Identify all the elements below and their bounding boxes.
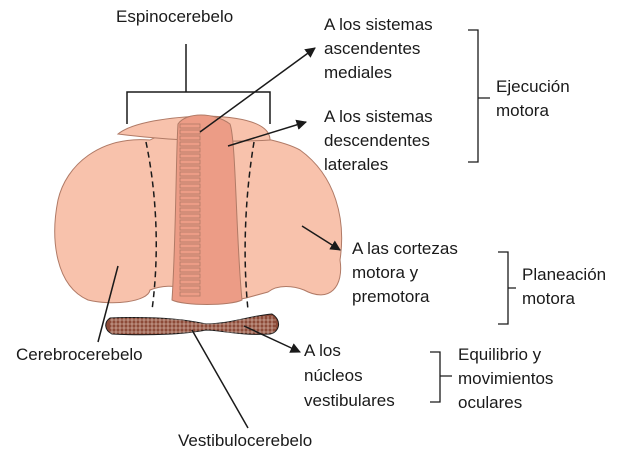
label-cerebrocerebelo: Cerebrocerebelo [16, 345, 143, 364]
spino-bracket [127, 44, 270, 124]
bracket-equilibrio [430, 352, 452, 402]
group-equilibrio: Equilibrio y movimientos oculares [458, 345, 558, 412]
arrow-ascendentes [200, 48, 315, 132]
vermis [172, 115, 242, 305]
target-descendentes: A los sistemas descendentes laterales [324, 107, 437, 174]
bracket-ejecucion [468, 30, 490, 162]
leader-vestibulo [192, 330, 248, 428]
bracket-planeacion [498, 252, 516, 324]
label-vestibulocerebelo: Vestibulocerebelo [178, 431, 312, 450]
cerebellum [55, 115, 342, 335]
target-ascendentes: A los sistemas ascendentes mediales [324, 15, 437, 82]
group-planeacion: Planeación motora [522, 265, 611, 308]
target-vestibulares: A los núcleos vestibulares [304, 341, 395, 410]
group-ejecucion: Ejecución motora [496, 77, 574, 120]
label-espinocerebelo: Espinocerebelo [116, 7, 233, 26]
target-cortezas: A las cortezas motora y premotora [352, 239, 463, 306]
